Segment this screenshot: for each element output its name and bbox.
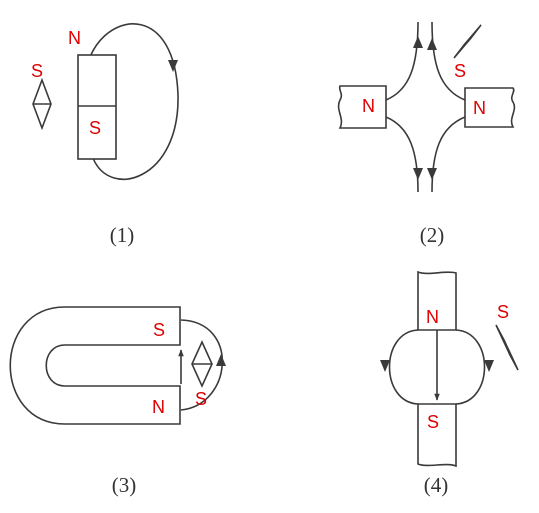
magnet-pole-label: S: [153, 320, 165, 340]
figure-caption: (2): [420, 223, 445, 247]
figure-2: N N S (2): [337, 21, 516, 247]
figure-3: S N S (3): [9, 306, 226, 497]
needle-axis: [503, 339, 511, 356]
magnet-pole-label: N: [152, 397, 165, 417]
figure-1: N S S (1): [31, 23, 179, 247]
field-line: [431, 116, 466, 193]
u-magnet: [9, 306, 181, 425]
bar-magnet-left: [337, 85, 387, 129]
figure-4: N S S (4): [380, 270, 519, 497]
field-arrow: [413, 36, 423, 48]
field-line: [388, 329, 419, 405]
magnet-pole-label: N: [362, 96, 375, 116]
field-arrow: [413, 168, 423, 180]
magnet-pole-label: S: [89, 118, 101, 138]
figure-caption: (1): [110, 223, 135, 247]
needle-pole-label: S: [497, 302, 509, 322]
bar-magnet-right: [464, 87, 516, 128]
figure-caption: (4): [424, 473, 449, 497]
magnet-pole-label: S: [427, 412, 439, 432]
needle-pole-label: S: [195, 389, 207, 409]
field-arrow: [168, 60, 178, 72]
field-arrow: [216, 354, 226, 366]
field-line: [89, 23, 179, 181]
field-arrow: [484, 360, 494, 372]
field-line: [431, 21, 466, 101]
figure-caption: (3): [112, 473, 137, 497]
bar-magnet: [77, 54, 117, 160]
field-arrow: [427, 168, 437, 180]
magnet-pole-label: N: [68, 28, 81, 48]
field-line: [385, 21, 419, 101]
bar-magnet-top: [417, 270, 457, 331]
needle-pole-label: S: [454, 61, 466, 81]
field-line: [385, 116, 419, 193]
magnet-pole-label: N: [473, 98, 486, 118]
field-arrow: [380, 360, 390, 372]
field-arrow: [427, 38, 437, 50]
needle-axis: [463, 37, 472, 46]
field-line: [455, 329, 486, 405]
needle-pole-label: S: [31, 61, 43, 81]
bar-magnet-bottom: [417, 403, 457, 468]
magnet-pole-label: N: [426, 307, 439, 327]
